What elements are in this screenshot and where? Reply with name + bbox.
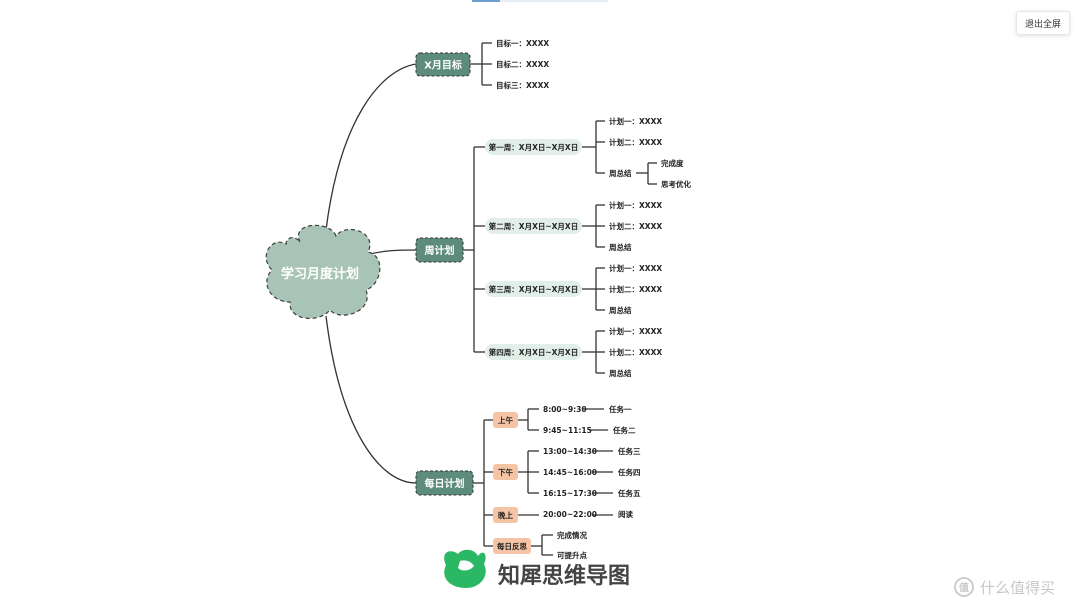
- loading-indicator: [472, 0, 608, 2]
- branch-daily-label: 每日计划: [425, 477, 465, 490]
- zdm-mark: 值: [959, 581, 969, 594]
- week-plan-item[interactable]: 计划二：XXXX: [609, 221, 662, 231]
- branch-month-goal[interactable]: X月目标: [415, 52, 471, 77]
- summary-child[interactable]: 思考优化: [661, 179, 691, 189]
- week-label: 第二周：X月X日~X月X日: [489, 221, 578, 231]
- reflection-item[interactable]: 可提升点: [557, 550, 587, 560]
- week-summary-item[interactable]: 周总结: [609, 242, 632, 252]
- period-reflection[interactable]: 每日反思: [493, 538, 531, 554]
- week-plan-item[interactable]: 计划二：XXXX: [609, 137, 662, 147]
- zhixi-logo: 知犀思维导图: [444, 549, 630, 589]
- week-summary-item[interactable]: 周总结: [609, 368, 632, 378]
- week-label: 第一周：X月X日~X月X日: [489, 142, 578, 152]
- site-watermark: 值 什么值得买: [954, 577, 1055, 597]
- branch-weekly[interactable]: 周计划: [415, 237, 464, 263]
- week-label: 第三周：X月X日~X月X日: [489, 284, 578, 294]
- site-watermark-text: 什么值得买: [980, 579, 1055, 597]
- reflection-item[interactable]: 完成情况: [557, 530, 587, 540]
- time-slot[interactable]: 14:45~16:00: [543, 468, 597, 477]
- week-node[interactable]: 第四周：X月X日~X月X日: [485, 344, 582, 360]
- exit-fullscreen-button[interactable]: 退出全屏: [1016, 11, 1070, 35]
- central-topic-label: 学习月度计划: [281, 266, 359, 282]
- branch-weekly-label: 周计划: [425, 244, 455, 257]
- task-item[interactable]: 任务五: [617, 488, 641, 498]
- period-label: 每日反思: [497, 541, 527, 551]
- task-item[interactable]: 任务一: [608, 404, 632, 414]
- week-plan-item[interactable]: 计划一：XXXX: [609, 200, 662, 210]
- cloud-shape: [265, 224, 381, 319]
- week-plan-item[interactable]: 计划一：XXXX: [609, 326, 662, 336]
- week-node[interactable]: 第一周：X月X日~X月X日: [485, 139, 582, 155]
- task-item[interactable]: 阅读: [618, 509, 633, 519]
- period-label: 上午: [498, 415, 513, 425]
- time-slot[interactable]: 13:00~14:30: [543, 447, 597, 456]
- central-topic[interactable]: 学习月度计划: [265, 224, 381, 319]
- week-node[interactable]: 第三周：X月X日~X月X日: [485, 281, 582, 297]
- connector-line: [325, 315, 417, 484]
- goal-item[interactable]: 目标一：XXXX: [496, 38, 549, 48]
- connector-line: [325, 63, 417, 231]
- time-slot[interactable]: 8:00~9:30: [543, 405, 587, 414]
- week-label: 第四周：X月X日~X月X日: [489, 347, 578, 357]
- period-label: 晚上: [498, 510, 513, 520]
- week-summary-item[interactable]: 周总结: [609, 168, 632, 178]
- rhino-icon: [444, 549, 486, 588]
- zdm-icon: [954, 577, 974, 597]
- connector-line: [365, 249, 417, 256]
- time-slot[interactable]: 20:00~22:00: [543, 510, 597, 519]
- period-morning[interactable]: 上午: [493, 412, 518, 428]
- week-plan-item[interactable]: 计划一：XXXX: [609, 263, 662, 273]
- task-item[interactable]: 任务三: [617, 446, 641, 456]
- week-node[interactable]: 第二周：X月X日~X月X日: [485, 218, 582, 234]
- week-plan-item[interactable]: 计划一：XXXX: [609, 116, 662, 126]
- period-evening[interactable]: 晚上: [493, 507, 518, 523]
- time-slot[interactable]: 16:15~17:30: [543, 489, 597, 498]
- task-item[interactable]: 任务四: [617, 467, 641, 477]
- task-item[interactable]: 任务二: [612, 425, 636, 435]
- week-summary-item[interactable]: 周总结: [609, 305, 632, 315]
- summary-child[interactable]: 完成度: [661, 158, 684, 168]
- period-afternoon[interactable]: 下午: [493, 464, 518, 480]
- period-label: 下午: [498, 467, 513, 477]
- goal-item[interactable]: 目标二：XXXX: [496, 59, 549, 69]
- time-slot[interactable]: 9:45~11:15: [543, 426, 592, 435]
- branch-month-goal-label: X月目标: [424, 59, 462, 72]
- zhixi-brand-text: 知犀思维导图: [498, 563, 630, 589]
- week-plan-item[interactable]: 计划二：XXXX: [609, 284, 662, 294]
- goal-item[interactable]: 目标三：XXXX: [496, 80, 549, 90]
- branch-daily[interactable]: 每日计划: [415, 470, 474, 496]
- week-plan-item[interactable]: 计划二：XXXX: [609, 347, 662, 357]
